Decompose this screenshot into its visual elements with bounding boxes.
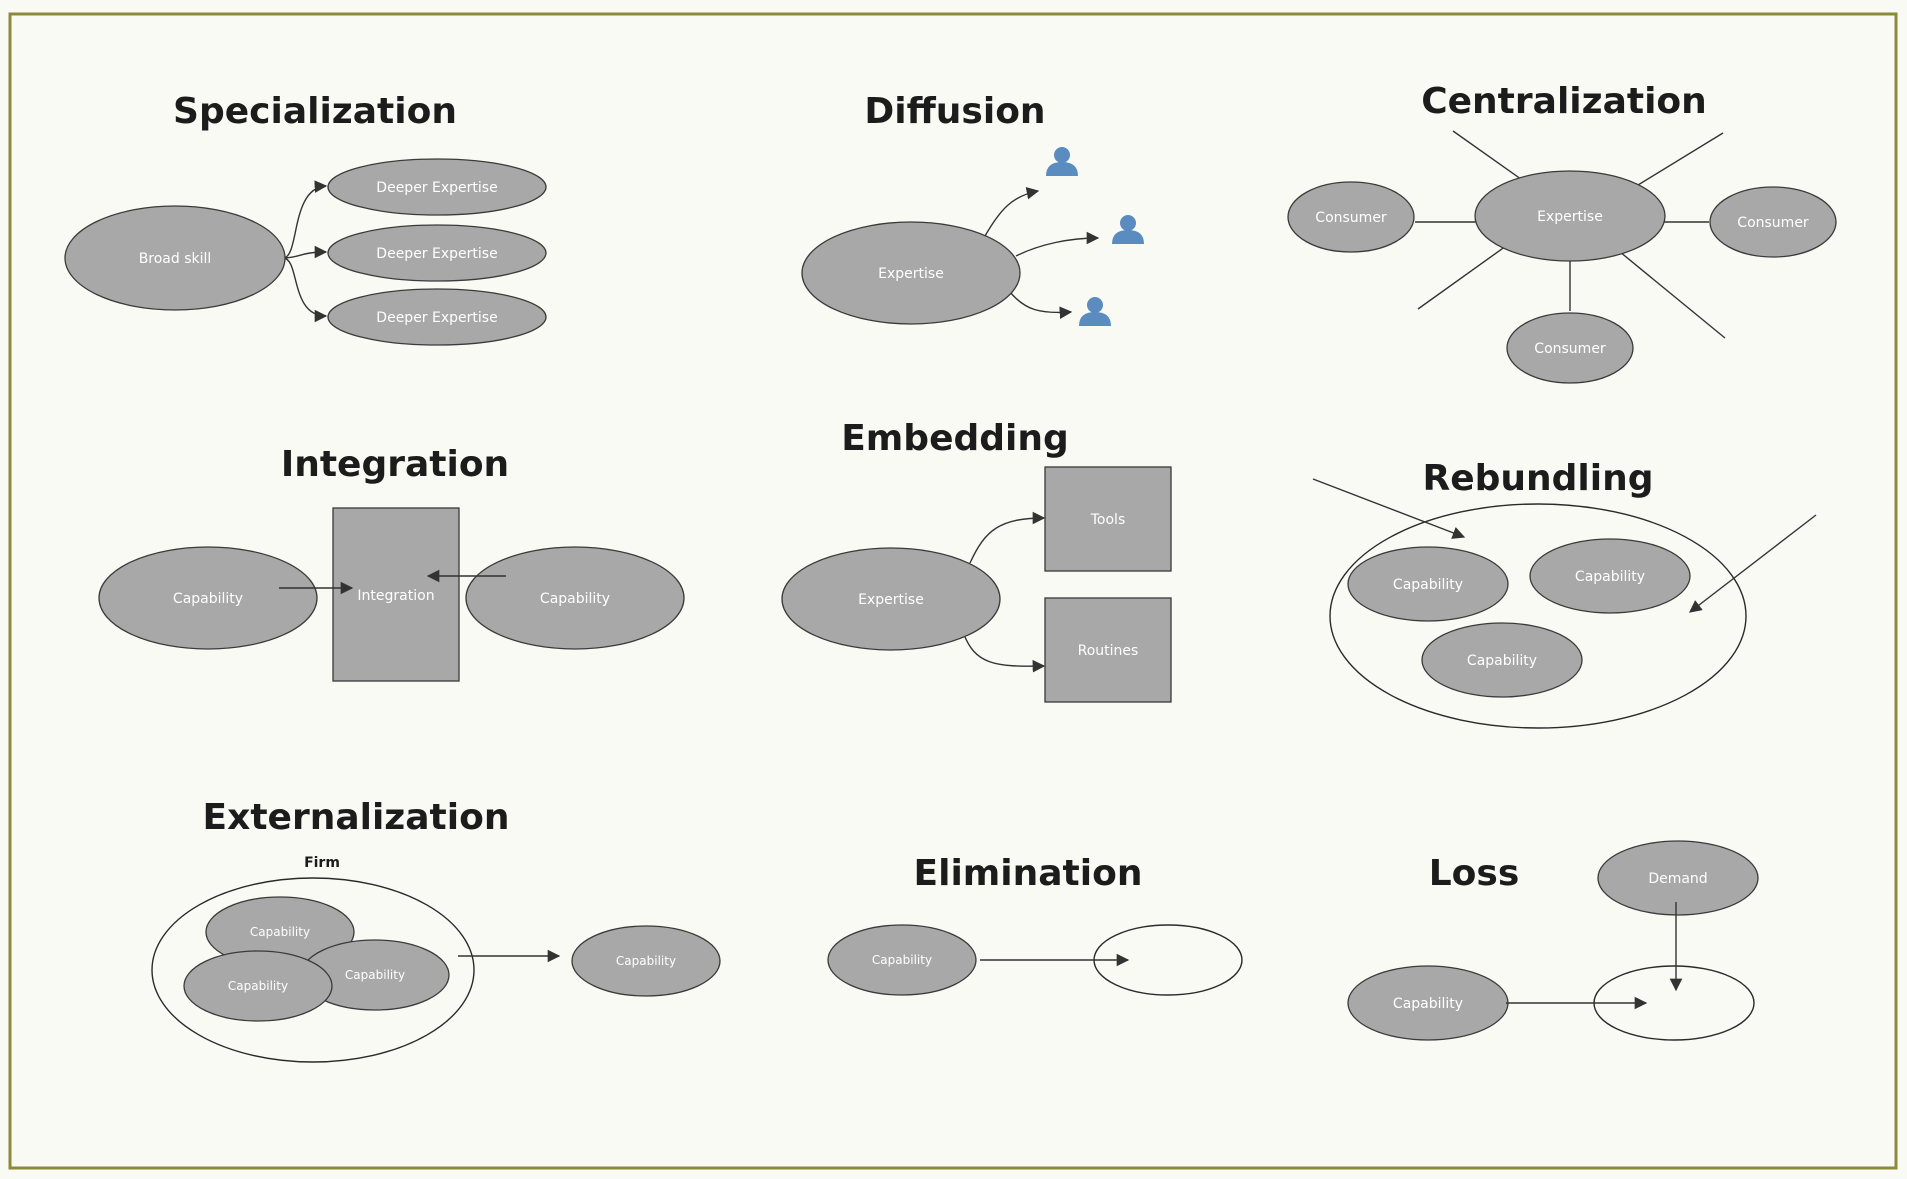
demand-node [1597,840,1759,916]
firm-capability-node-3 [183,950,333,1022]
broad-skill-label: Broad skill [139,251,212,267]
demand-label: Demand [1648,871,1707,887]
expertise-label: Expertise [878,266,944,282]
panel-rebundling: Rebundling Capability Capability Capabil… [1312,458,1817,729]
elimination-capability-label: Capability [872,953,932,967]
deeper-expertise-node-2 [327,224,547,282]
tools-label: Tools [1090,512,1126,528]
integration-right-label: Capability [540,591,610,607]
integration-box-label: Integration [357,588,434,604]
specialization-arrow-2 [282,245,328,259]
panel-integration: Integration Capability Capability Integr… [98,444,685,682]
consumer-node-right [1709,186,1837,258]
deeper-expertise-node-1 [327,158,547,216]
externalized-capability-label: Capability [616,954,676,968]
routines-label: Routines [1078,643,1139,659]
loss-capability-label: Capability [1393,996,1463,1012]
panel-embedding: Embedding Expertise Tools Routines [781,418,1172,703]
rebundling-capability-label-2: Capability [1575,569,1645,585]
consumer-node-bottom [1506,312,1634,384]
deeper-expertise-label-3: Deeper Expertise [376,310,497,326]
embedding-arrow-routines [962,631,1046,673]
rebundling-arrow-1 [1312,478,1466,539]
embedding-expertise-node [781,547,1001,651]
broad-skill-node [64,205,286,311]
integration-box [332,507,460,682]
centralization-arrow-4 [1602,237,1726,339]
firm-capability-label-3: Capability [228,979,288,993]
integration-left-node [98,546,318,650]
externalized-capability-node [571,925,721,997]
specialization-arrow-3 [282,257,328,323]
firm-label: Firm [304,855,340,871]
firm-container [151,877,475,1063]
rebundling-capability-node-3 [1421,622,1583,698]
diffusion-arrow-1 [984,186,1040,237]
panel-centralization: Centralization Expertise Consumer Consum… [1287,81,1837,384]
firm-capability-label-2: Capability [345,968,405,982]
embedding-arrow-tools [969,511,1046,564]
diffusion-arrow-3 [1009,291,1073,320]
specialization-title: Specialization [173,91,457,132]
integration-left-label: Capability [173,591,243,607]
integration-title: Integration [281,444,509,485]
loss-title: Loss [1429,853,1520,894]
deeper-expertise-node-3 [327,288,547,346]
panel-externalization: Externalization Firm Capability Capabili… [151,797,721,1063]
centralization-title: Centralization [1421,81,1707,122]
panel-elimination: Elimination Capability [827,853,1243,996]
rebundling-capability-node-2 [1529,538,1691,614]
deeper-expertise-label-2: Deeper Expertise [376,246,497,262]
routines-box [1044,597,1172,703]
panel-diffusion: Diffusion Expertise [801,91,1144,326]
rebundling-capability-label-3: Capability [1467,653,1537,669]
rebundling-arrow-2 [1689,514,1817,613]
rebundling-capability-label-1: Capability [1393,577,1463,593]
externalization-title: Externalization [203,797,510,838]
specialization-arrow-1 [282,180,328,259]
deeper-expertise-label-1: Deeper Expertise [376,180,497,196]
diffusion-arrow-2 [1015,231,1100,257]
consumer-node-left [1287,181,1415,253]
expertise-node [801,221,1021,325]
consumer-label-right: Consumer [1737,215,1809,231]
panel-specialization: Specialization Broad skill Deeper Expert… [64,91,547,346]
integration-right-node [465,546,685,650]
rebundling-container [1329,503,1747,729]
embedding-expertise-label: Expertise [858,592,924,608]
elimination-capability-node [827,924,977,996]
embedding-title: Embedding [841,418,1069,459]
consumer-label-bottom: Consumer [1534,341,1606,357]
centralization-hub-label: Expertise [1537,209,1603,225]
firm-capability-label-1: Capability [250,925,310,939]
diffusion-title: Diffusion [864,91,1045,132]
panel-loss: Loss Demand Capability [1347,840,1759,1041]
tools-box [1044,466,1172,572]
centralization-hub-node [1474,170,1666,262]
rebundling-capability-node-1 [1347,546,1509,622]
rebundling-title: Rebundling [1422,458,1653,499]
consumer-label-left: Consumer [1315,210,1387,226]
elimination-title: Elimination [914,853,1143,894]
